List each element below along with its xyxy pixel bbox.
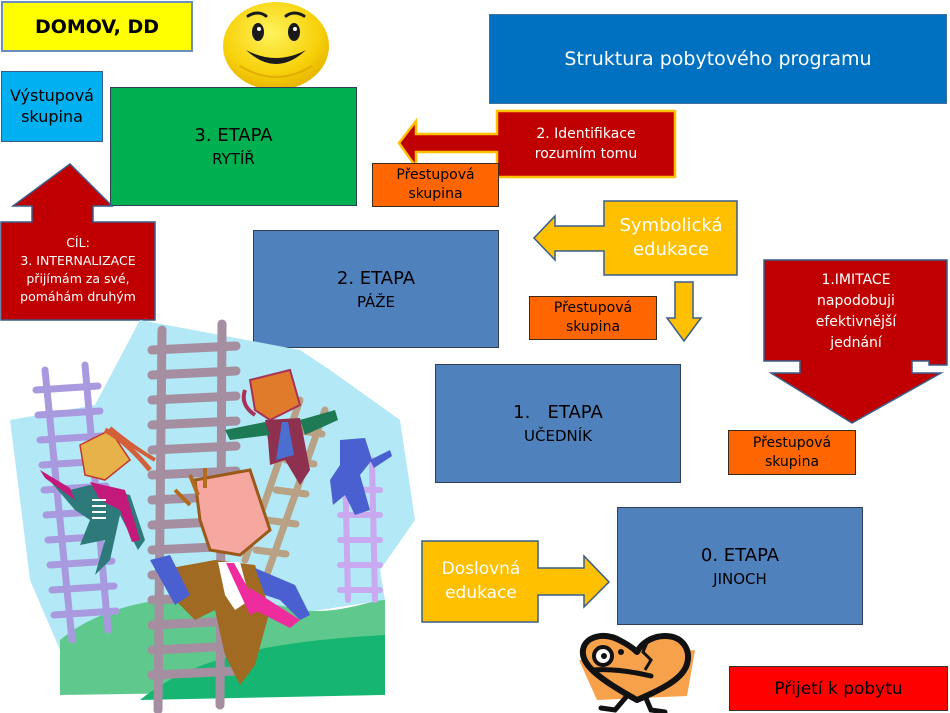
goal-line4: pomáhám druhým [20, 289, 136, 305]
transfer-3-line2: skupina [764, 453, 820, 470]
transfer-1-line1: Přestupová [396, 167, 475, 184]
identification-line1: 2. Identifikace [536, 125, 636, 142]
symbolic-left-arrow-icon [532, 200, 738, 276]
imitation-down-arrow-icon [763, 259, 948, 424]
imitation-line3: efektivnější [815, 314, 897, 330]
literal-arrow-label: Doslovná edukace [423, 542, 539, 622]
goal-line1: CÍL: [66, 234, 90, 250]
stage-1-subtitle: UČEDNÍK [524, 427, 592, 445]
admission-box: Přijetí k pobytu [729, 666, 948, 711]
transfer-3-line1: Přestupová [752, 434, 832, 451]
stage-3-subtitle: RYTÍŘ [212, 150, 255, 168]
stage-0-title: 0. ETAPA [700, 544, 780, 566]
identification-line2: rozumím tomu [534, 146, 638, 162]
goal-line2: 3. INTERNALIZACE [20, 252, 136, 268]
transfer-group-box-3: Přestupová skupina [728, 430, 856, 475]
symbolic-arrow-label: Symbolická edukace [604, 202, 738, 274]
admission-label: Přijetí k pobytu [774, 678, 903, 699]
stage-0-subtitle: JINOCH [713, 569, 767, 588]
page-title-text: Struktura pobytového programu [564, 48, 872, 70]
identification-left-arrow-icon [397, 109, 677, 179]
imitation-line2: napodobuji [817, 293, 895, 309]
imitation-line1: 1.IMITACE [821, 272, 891, 288]
page-title: Struktura pobytového programu [489, 14, 947, 104]
people-climbing-ladders-icon [10, 319, 415, 713]
stage-2-box: 2. ETAPA PÁŽE [253, 230, 499, 348]
identification-arrow-label: 2. Identifikace rozumím tomu [498, 112, 674, 176]
stage-1-title: 1. ETAPA [513, 402, 603, 423]
symbolic-line1: Symbolická [619, 214, 723, 236]
literal-line1: Doslovná [441, 559, 521, 580]
transfer-2-line2: skupina [565, 319, 621, 335]
transfer-group-box-2: Přestupová skupina [529, 296, 657, 340]
goal-up-arrow-icon [0, 163, 156, 321]
exit-group-box: Výstupová skupina [1, 71, 103, 142]
transfer-2-line1: Přestupová [553, 300, 633, 317]
stage-2-title: 2. ETAPA [336, 267, 416, 289]
slide-tag-label: DOMOV, DD [34, 15, 160, 38]
goal-line3: přijímám za své, [26, 271, 130, 286]
exit-group-line2: skupina [21, 106, 83, 126]
literal-line2: edukace [445, 583, 517, 603]
smiley-face-icon [223, 2, 329, 90]
broken-heart-character-icon [579, 632, 695, 713]
exit-group-line1: Výstupová [10, 85, 94, 105]
transfer-group-box-1: Přestupová skupina [372, 163, 499, 207]
transfer-1-line2: skupina [408, 186, 463, 202]
symbolic-down-arrow-icon [665, 281, 703, 343]
goal-arrow-label: CÍL: 3. INTERNALIZACE přijímám za své, p… [0, 222, 156, 318]
stage-0-box: 0. ETAPA JINOCH [617, 507, 863, 625]
stage-2-subtitle: PÁŽE [356, 292, 396, 311]
symbolic-line2: edukace [632, 239, 710, 260]
literal-right-arrow-icon [421, 540, 611, 623]
imitation-arrow-label: 1.IMITACE napodobuji efektivnější jednán… [766, 262, 946, 362]
stage-3-box: 3. ETAPA RYTÍŘ [110, 87, 357, 206]
imitation-line4: jednání [830, 335, 882, 351]
stage-3-title: 3. ETAPA [194, 125, 273, 146]
slide-tag: DOMOV, DD [1, 1, 193, 52]
stage-1-box: 1. ETAPA UČEDNÍK [435, 364, 681, 483]
